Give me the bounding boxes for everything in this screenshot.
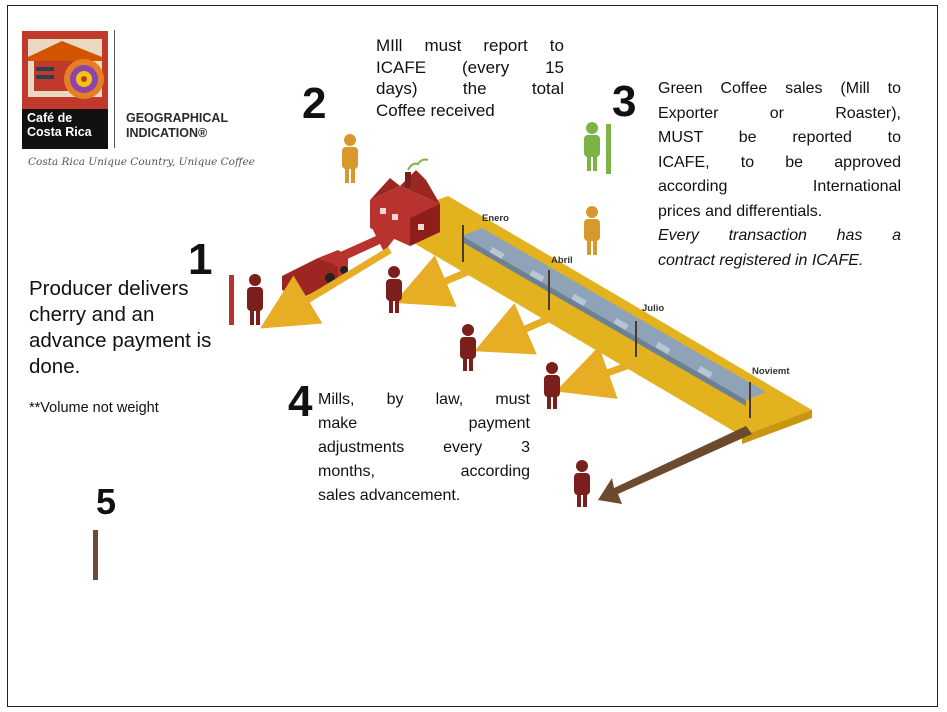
month-label-julio: Julio [642, 303, 665, 314]
step-3-line: according International [658, 178, 901, 195]
cafe-de-costa-rica-logo: Café de Costa Rica [22, 31, 108, 149]
logo-graphic [22, 31, 108, 149]
logo-tagline: Costa Rica Unique Country, Unique Coffee [28, 156, 255, 168]
step-3-number: 3 [612, 77, 637, 126]
step-4-text: Mills, by law, must make payment adjustm… [318, 388, 530, 508]
logo-brand-line-2: Costa Rica [27, 125, 92, 139]
step-3-italic-line: Every transaction has a [658, 227, 901, 244]
step-1-line: Producer delivers [29, 277, 189, 300]
step1-marker-bar [229, 275, 234, 325]
step5-marker-bar [93, 530, 98, 580]
step-1-line: advance payment is [29, 329, 212, 352]
month-label-noviemt: Noviemt [752, 366, 790, 377]
step-4-line: make payment [318, 415, 530, 432]
step3-marker-bar [606, 124, 611, 174]
step-1-number: 1 [188, 235, 213, 284]
step-1-line: done. [29, 355, 81, 378]
logo-divider [114, 30, 115, 148]
step-3-line: prices and differentials. [658, 202, 823, 220]
month-markers [462, 225, 751, 418]
track-shadow [742, 410, 812, 444]
step-4-line: sales advancement. [318, 487, 461, 504]
step-4-line: adjustments every 3 [318, 439, 530, 456]
step-2-number: 2 [302, 79, 327, 128]
step-3-line: ICAFE, to be approved [658, 153, 901, 171]
step-2-text: MIll must report to ICAFE (every 15 days… [376, 35, 564, 121]
step-4-number: 4 [288, 377, 313, 426]
geographical-indication-label: GEOGRAPHICAL INDICATION® [126, 111, 228, 141]
step-3-italic-line: contract registered in ICAFE. [658, 251, 864, 269]
logo-brand-line-1: Café de [27, 111, 73, 125]
step-3-line: MUST be reported to [658, 129, 901, 146]
step-1-text: Producer delivers cherry and an advance … [29, 276, 249, 380]
gi-line-1: GEOGRAPHICAL [126, 111, 229, 125]
conveyor-belt [462, 228, 766, 406]
mill-building [370, 158, 440, 246]
step-2-line: Coffee received [376, 100, 495, 120]
final-payment-arrow [598, 426, 752, 504]
step-2-line: ICAFE (every 15 [376, 57, 564, 77]
step-3-line: Exporter or Roaster), [658, 104, 901, 122]
step-1-line: cherry and an [29, 303, 155, 326]
step-5-number: 5 [96, 481, 117, 522]
month-label-abril: Abril [551, 255, 573, 266]
step-1-note: **Volume not weight [29, 400, 159, 416]
producer-figures [247, 122, 600, 507]
step-3-text: Green Coffee sales (Mill to Exporter or … [658, 77, 901, 273]
gi-line-2: INDICATION® [126, 126, 208, 140]
month-label-enero: Enero [482, 213, 509, 224]
step-4-line: months, according [318, 463, 530, 480]
logo-brand-text: Café de Costa Rica [27, 111, 92, 139]
step-2-line: days) the total [376, 79, 564, 98]
step-3-line: Green Coffee sales (Mill to [658, 80, 901, 97]
step-4-line: Mills, by law, must [318, 391, 530, 408]
payment-arrows [260, 247, 640, 399]
step-2-line: MIll must report to [376, 36, 564, 55]
